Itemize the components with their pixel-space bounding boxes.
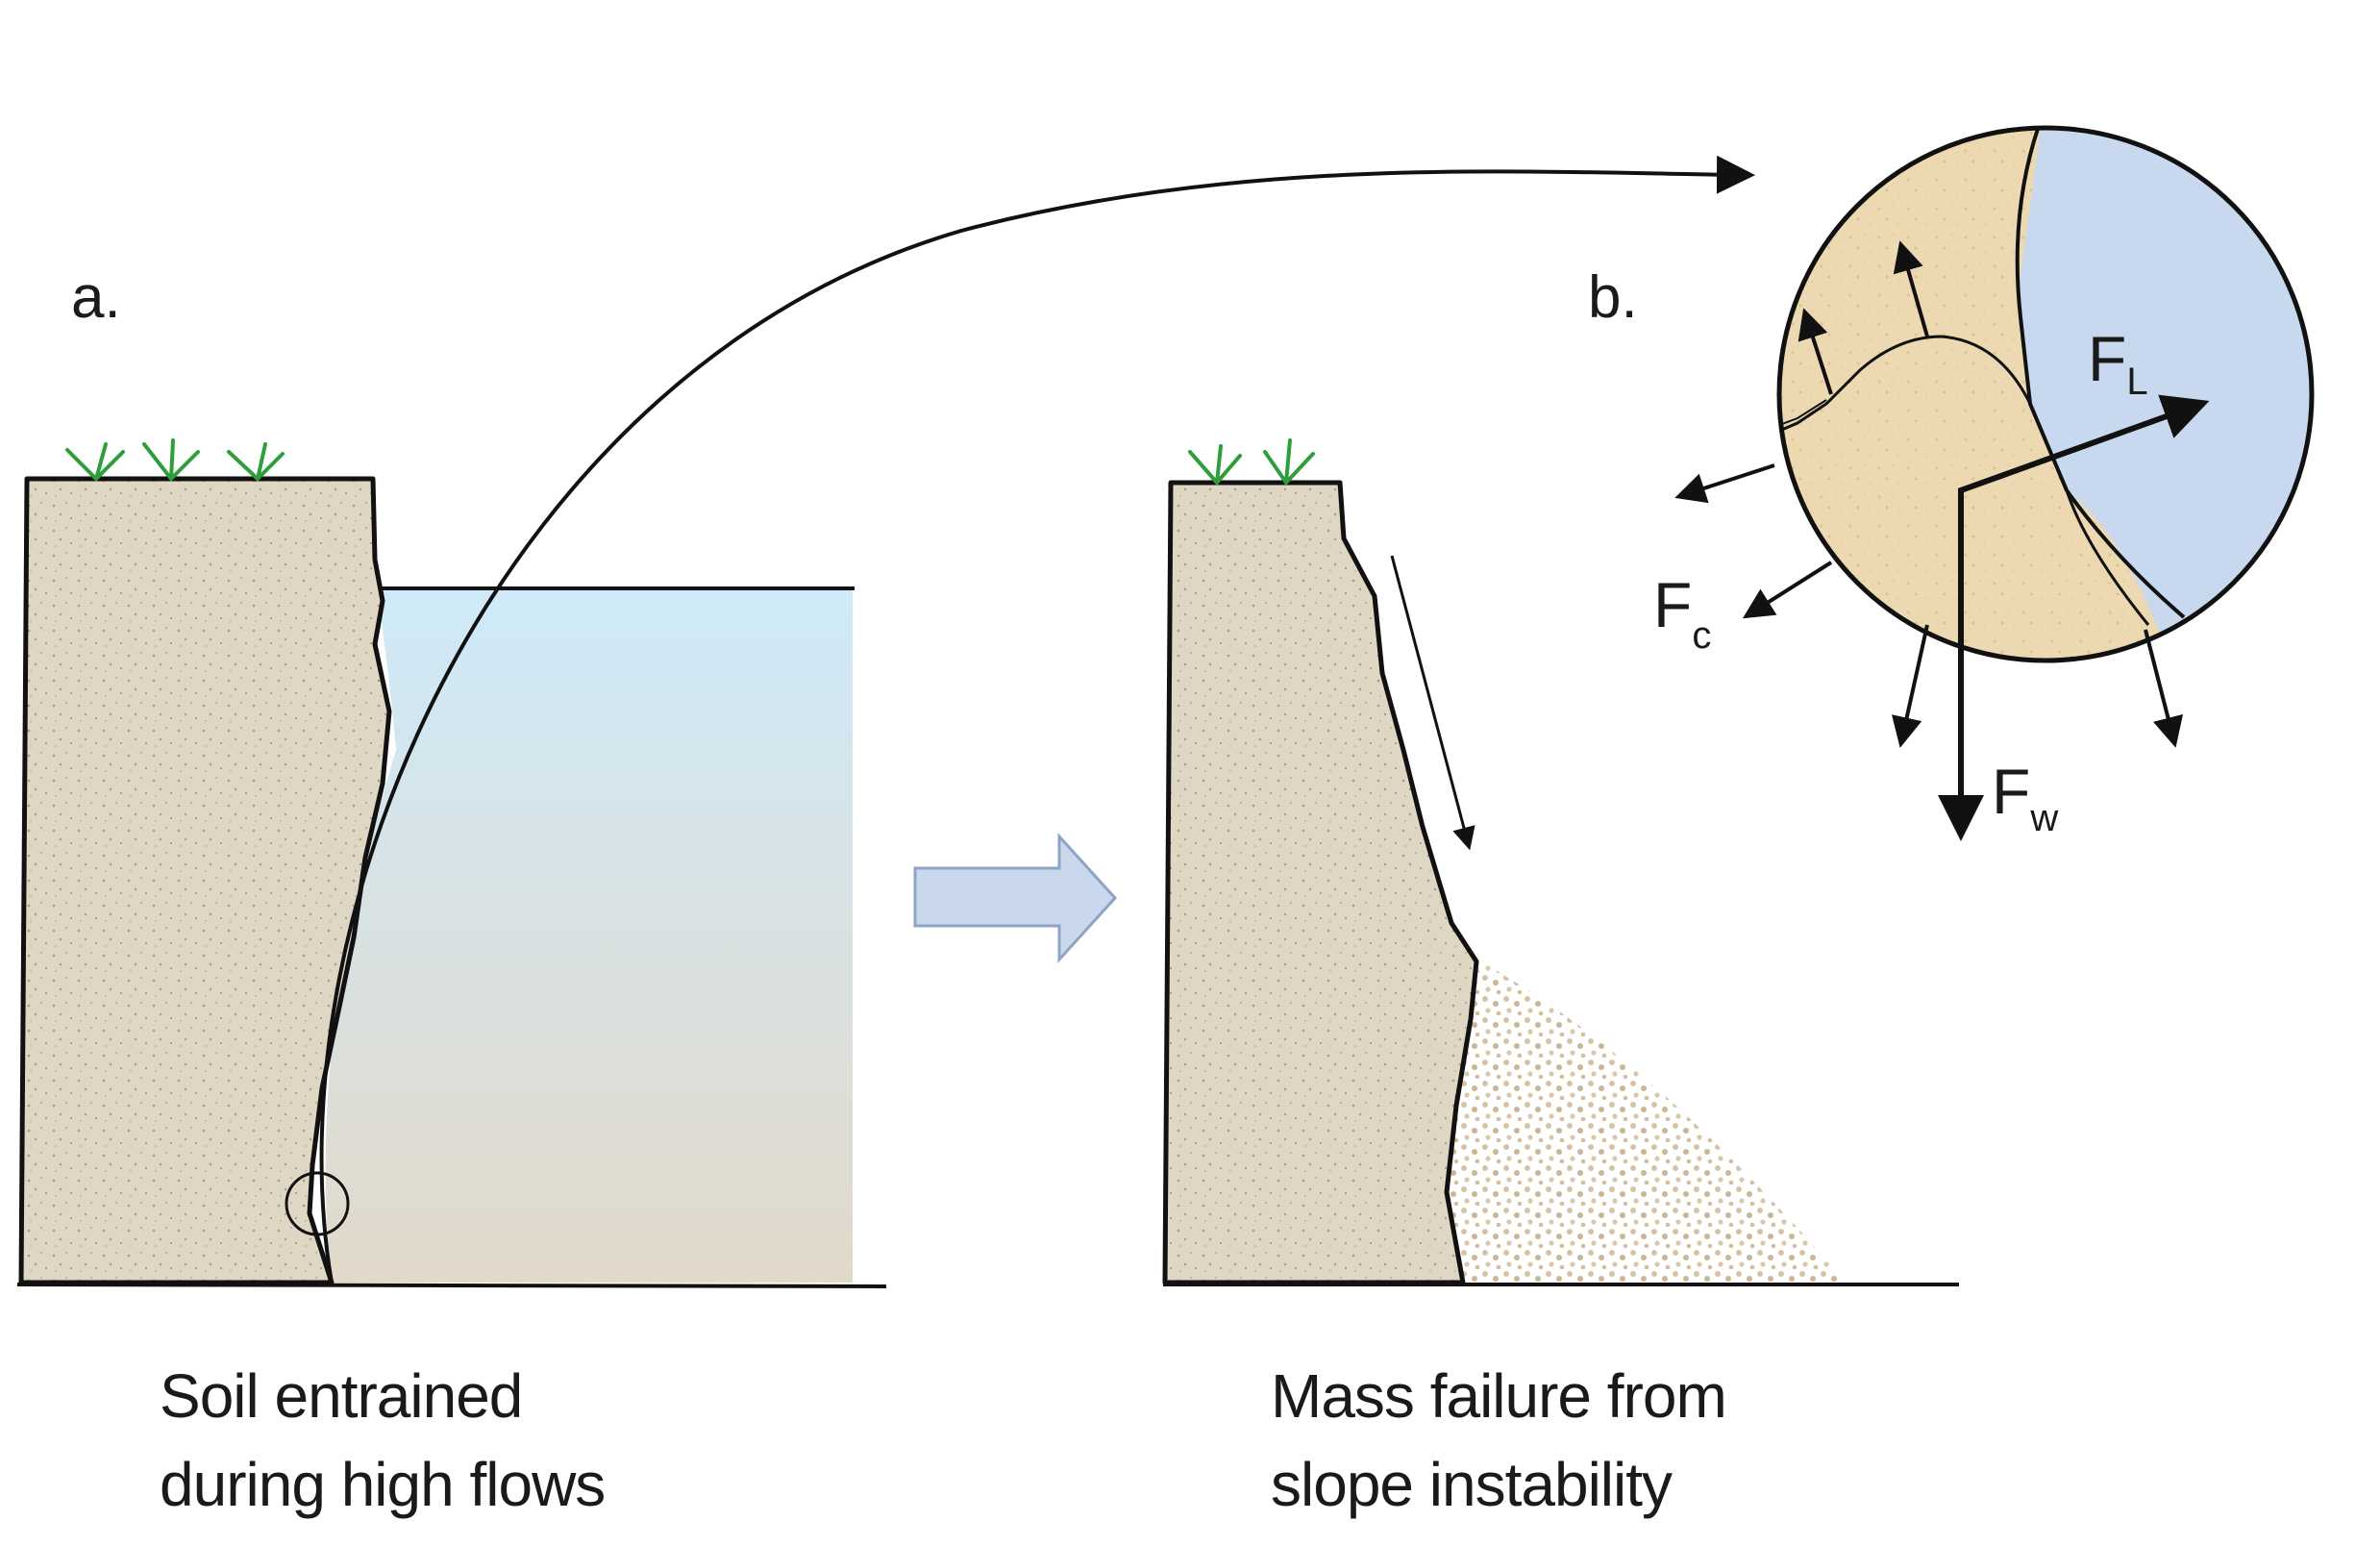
- panel-b-label: b.: [1588, 264, 1638, 331]
- water-soil-boundary: [2015, 128, 2186, 619]
- particle-crack: [1779, 399, 1827, 432]
- contact-force-arrows: [1674, 240, 2184, 748]
- mass-failure-caption-line2: slope instability: [1271, 1450, 1673, 1519]
- force-vectors: [1938, 394, 2210, 841]
- particle-outline: [1779, 335, 2150, 626]
- panel-a-label: a.: [71, 264, 121, 331]
- panel-a-caption-line1: Soil entrained: [160, 1361, 522, 1431]
- river-water: [325, 588, 854, 1283]
- panel-mass-failure: Mass failure from slope instability: [1162, 438, 1959, 1519]
- zoom-circle-fill: [1779, 128, 2312, 661]
- failure-debris: [1444, 961, 1846, 1283]
- grass-icon: [65, 438, 285, 483]
- force-label-weight: Fw: [1992, 756, 2058, 839]
- entrained-particle-circle: [285, 1171, 350, 1236]
- force-label-lift: FL: [2088, 323, 2148, 403]
- panel-a: a. Soil entrained during high flows: [16, 264, 887, 1519]
- panel-b: b. FL Fc Fw: [1588, 125, 2315, 841]
- bank-base-line: [16, 1283, 887, 1288]
- grass-icon: [1188, 438, 1315, 486]
- slide-direction-arrow: [1390, 555, 1475, 851]
- zoom-connector-arrow: [319, 155, 1755, 1284]
- force-label-cohesion: Fc: [1653, 569, 1711, 657]
- zoom-circle: [1776, 125, 2315, 663]
- mass-failure-caption-line1: Mass failure from: [1271, 1361, 1726, 1431]
- zoom-water: [2019, 128, 2312, 661]
- process-arrow-icon: [913, 833, 1118, 963]
- failed-bank-soil: [1162, 480, 1479, 1285]
- panel-a-caption-line2: during high flows: [160, 1450, 605, 1519]
